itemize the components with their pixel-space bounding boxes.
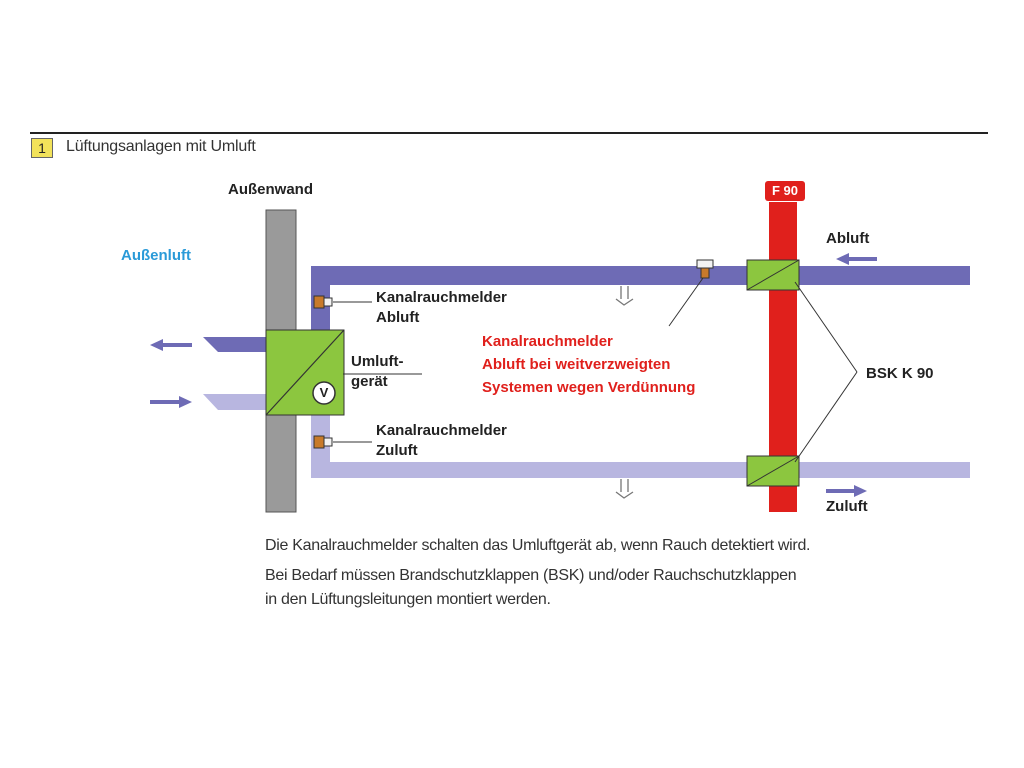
outside-exhaust-duct [203,337,266,352]
supply-duct [311,415,970,478]
label-supply-air: Zuluft [826,498,868,515]
label-exhaust-air: Abluft [826,230,870,247]
exhaust-air-arrow [836,253,877,265]
note-far-detector: Kanalrauchmelder Abluft bei weitverzweig… [482,330,695,399]
supply-air-arrow [826,485,867,497]
label-recirculation-unit: Umluft- gerät [351,352,404,392]
fan-symbol: V [319,385,329,400]
leader-damper-top [794,281,858,373]
label-fire-damper: BSK K 90 [866,365,934,382]
section-title: Lüftungsanlagen mit Umluft [66,138,256,155]
note-line3: Systemen wegen Verdünnung [482,379,696,396]
smoke-detector-far-icon [696,259,714,279]
label-detector-exhaust-line2: Abluft [376,309,420,326]
outside-intake-arrow [150,396,192,408]
caption-line3: in den Lüftungsleitungen montiert werden… [265,591,551,608]
label-detector-supply-line2: Zuluft [376,442,418,459]
note-line1: Kanalrauchmelder [482,333,613,350]
label-detector-exhaust: Kanalrauchmelder Abluft [376,288,507,328]
label-outside-air: Außenluft [121,247,191,264]
supply-grille-icon [615,479,634,499]
fire-rating-badge: F 90 [765,181,805,201]
exhaust-duct [311,266,970,330]
outside-intake-duct [203,394,266,410]
outside-exhaust-arrow [150,339,192,351]
section-number-badge: 1 [31,138,53,158]
label-unit-line1: Umluft- [351,353,404,370]
caption-line1: Die Kanalrauchmelder schalten das Umluft… [265,537,811,554]
leader-far-detector [668,277,704,327]
label-outer-wall: Außenwand [228,181,313,198]
leader-damper-bottom [794,371,858,463]
fire-damper-supply [746,455,800,487]
label-unit-line2: gerät [351,373,388,390]
fire-damper-exhaust [746,259,800,291]
label-detector-supply-line1: Kanalrauchmelder [376,422,507,439]
caption-line2: Bei Bedarf müssen Brandschutzklappen (BS… [265,567,797,584]
smoke-detector-exhaust-icon [313,295,333,309]
fan-icon [312,381,336,405]
smoke-detector-supply-icon [313,435,333,449]
label-detector-supply: Kanalrauchmelder Zuluft [376,421,507,461]
note-line2: Abluft bei weitverzweigten [482,356,671,373]
label-detector-exhaust-line1: Kanalrauchmelder [376,289,507,306]
header-rule [30,132,988,134]
exhaust-grille-icon [615,286,634,306]
